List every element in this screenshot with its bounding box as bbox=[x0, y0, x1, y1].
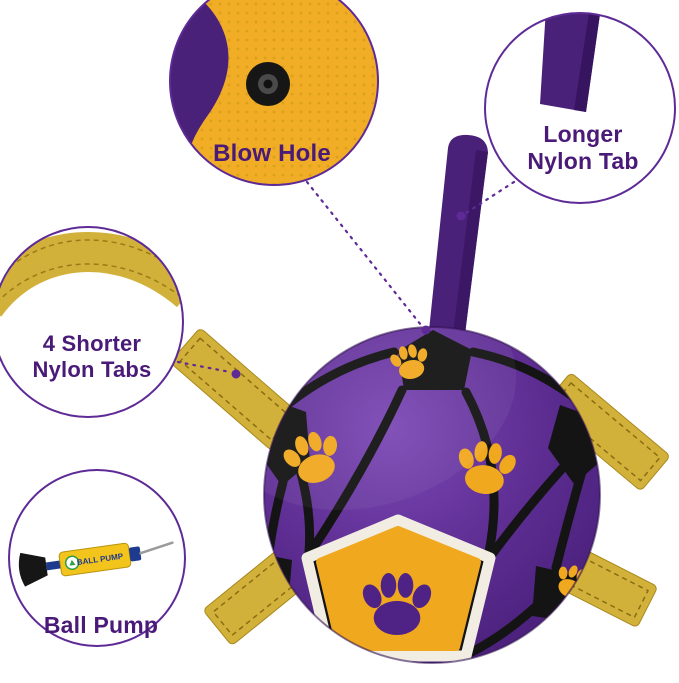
blow-hole-label: Blow Hole bbox=[213, 140, 331, 167]
front-pentagon-panel bbox=[301, 514, 496, 662]
blow-hole-icon bbox=[246, 62, 290, 106]
connector-dot-blow-hole bbox=[421, 325, 431, 335]
connector-blow-hole bbox=[305, 180, 423, 327]
longer-tab-label: Longer Nylon Tab bbox=[527, 121, 638, 175]
pump-needle bbox=[139, 541, 174, 555]
callout-connectors bbox=[176, 180, 516, 379]
callout-ball-pump: BALL PUMP bbox=[8, 469, 186, 647]
shorter-tabs-label: 4 Shorter Nylon Tabs bbox=[33, 331, 152, 383]
longer-tab-label-line2: Nylon Tab bbox=[527, 148, 639, 175]
callout-blow-hole bbox=[169, 0, 379, 186]
callout-longer-tab bbox=[484, 12, 676, 204]
shorter-tabs-label-line2: Nylon Tabs bbox=[32, 356, 152, 382]
connector-longer-tab bbox=[464, 180, 516, 215]
ball-pump-illustration: BALL PUMP bbox=[18, 541, 174, 587]
shorter-tabs-label-line1: 4 Shorter bbox=[42, 331, 142, 356]
callout-shorter-tabs bbox=[0, 226, 184, 418]
connector-dot-longer-tab bbox=[456, 211, 466, 221]
connector-dot-shorter-tabs bbox=[231, 369, 241, 379]
ball-pump-label: Ball Pump bbox=[43, 612, 159, 638]
long-nylon-strap bbox=[428, 134, 488, 342]
connector-shorter-tabs bbox=[176, 360, 232, 374]
longer-tab-label-line1: Longer bbox=[543, 121, 623, 147]
